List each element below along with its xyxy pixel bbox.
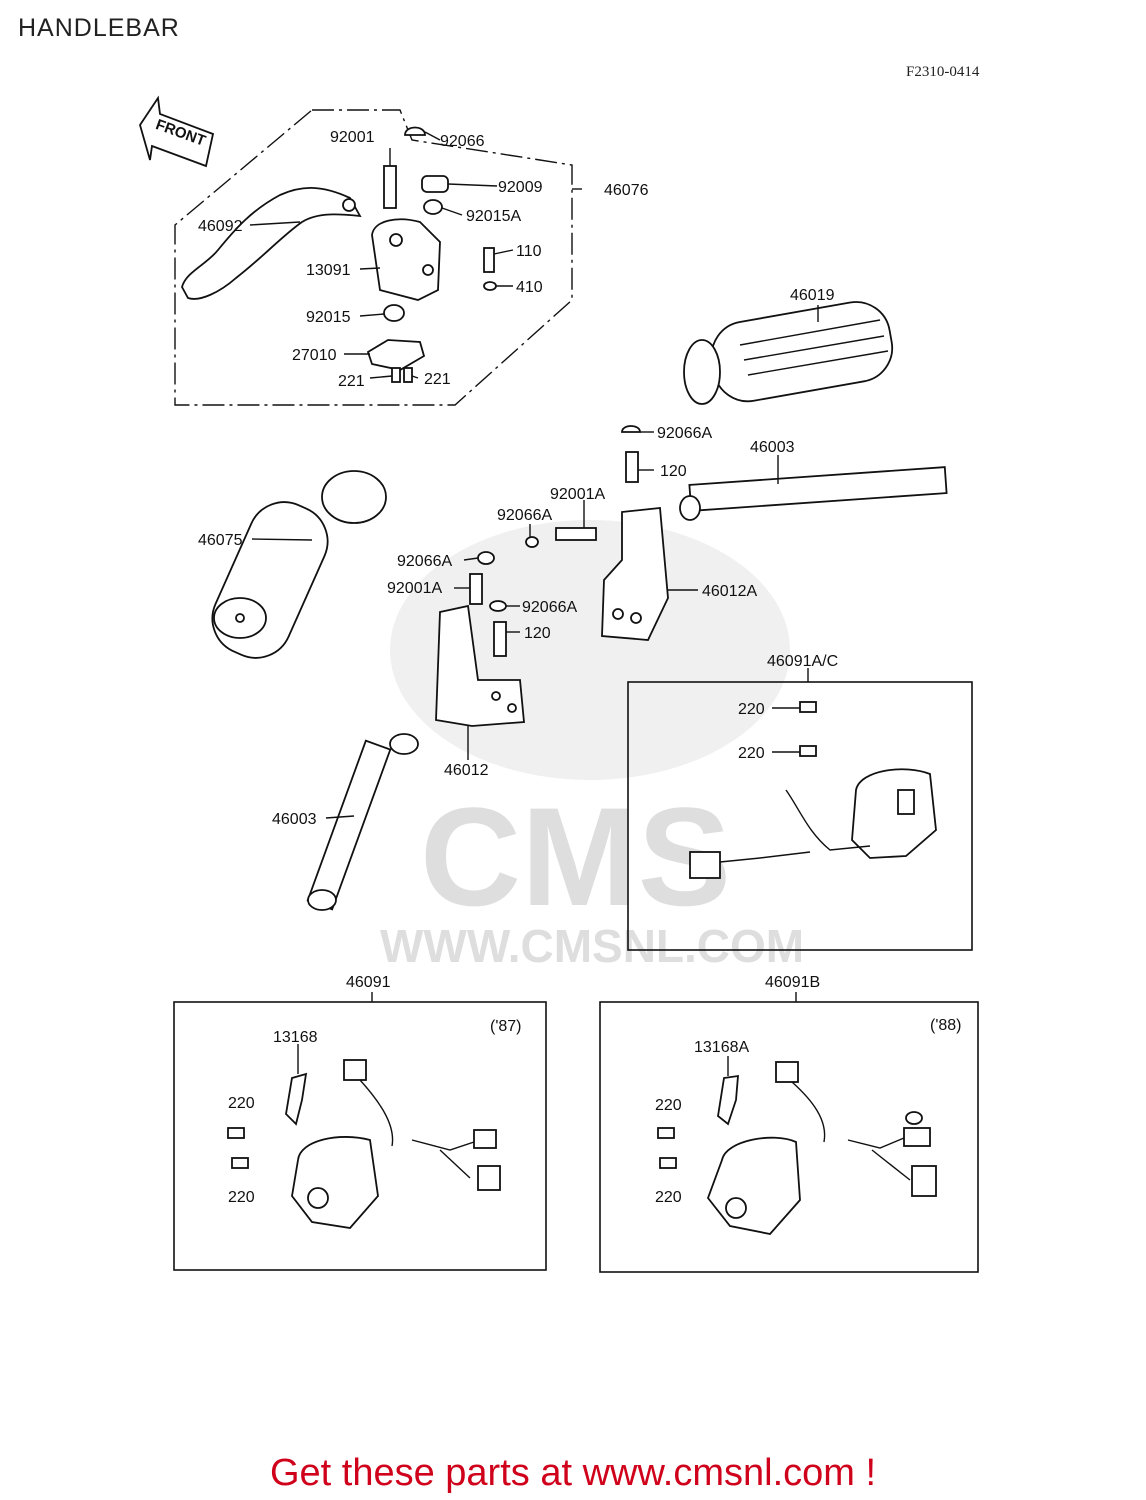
figure-code: F2310-0414 <box>906 64 980 80</box>
label-92066: 92066 <box>440 133 485 150</box>
handlebar-holder-left <box>435 604 525 727</box>
page-title: HANDLEBAR <box>18 14 180 42</box>
footer-link[interactable]: Get these parts at www.cmsnl.com ! <box>269 1452 877 1494</box>
label-92066A-3: 92066A <box>397 553 452 570</box>
label-46091AC: 46091A/C <box>767 653 838 670</box>
switch-box-46091 <box>173 1001 547 1271</box>
screw-221b <box>403 367 413 383</box>
part-labels: 92001 92066 92009 46076 92015A 46092 110… <box>198 129 962 1206</box>
bolt-120-2 <box>493 621 507 657</box>
handlebar-holder-right <box>601 507 669 641</box>
label-120-2: 120 <box>524 625 551 642</box>
lever-assembly-outline <box>174 109 573 406</box>
label-220-1: 220 <box>738 701 765 718</box>
lever-holder <box>371 218 441 301</box>
label-46003-left: 46003 <box>272 811 317 828</box>
label-92066A-1: 92066A <box>657 425 712 442</box>
label-220-4: 220 <box>228 1189 255 1206</box>
leader-lines <box>249 131 819 1076</box>
label-92066A-2: 92066A <box>497 507 552 524</box>
pivot-bolt <box>383 165 397 209</box>
screw-110 <box>483 247 495 273</box>
bolt-120-1 <box>625 451 639 483</box>
label-46012: 46012 <box>444 762 489 779</box>
switch-box-46091B <box>599 1001 979 1273</box>
label-220-5: 220 <box>655 1097 682 1114</box>
screw-221a <box>391 367 401 383</box>
label-13168: 13168 <box>273 1029 318 1046</box>
watermark-url: WWW.CMSNL.COM <box>380 920 804 972</box>
label-46003-right: 46003 <box>750 439 795 456</box>
label-46091: 46091 <box>346 974 391 991</box>
switch-27010 <box>366 339 426 371</box>
label-46076: 46076 <box>604 182 649 199</box>
label-46091B: 46091B <box>765 974 820 991</box>
label-46012A: 46012A <box>702 583 757 600</box>
adjuster-92009 <box>421 175 449 193</box>
label-27010: 27010 <box>292 347 337 364</box>
label-220-2: 220 <box>738 745 765 762</box>
label-221-a: 221 <box>338 373 365 390</box>
label-410: 410 <box>516 279 543 296</box>
parts-diagram: CMS WWW.CMSNL.COM FRONT <box>139 95 979 1273</box>
label-92001A-1: 92001A <box>550 486 605 503</box>
label-110: 110 <box>516 243 542 260</box>
label-13091: 13091 <box>306 262 351 279</box>
handlebar-left <box>306 733 419 911</box>
label-13168A: 13168A <box>694 1039 749 1056</box>
label-220-6: 220 <box>655 1189 682 1206</box>
throttle-grip <box>683 301 894 405</box>
left-switch-88 <box>657 1061 937 1235</box>
label-year-88: ('88) <box>930 1017 962 1034</box>
cap-92066 <box>404 126 426 136</box>
front-arrow: FRONT <box>139 95 215 168</box>
label-92009: 92009 <box>498 179 543 196</box>
right-switch-assembly <box>689 701 937 879</box>
label-220-3: 220 <box>228 1095 255 1112</box>
label-92015: 92015 <box>306 309 351 326</box>
washer-410 <box>483 281 497 291</box>
label-221-b: 221 <box>424 371 451 388</box>
cap-92066A-2 <box>525 536 539 548</box>
label-92001: 92001 <box>330 129 375 146</box>
handlebar-right <box>679 466 948 521</box>
cap-92066A-1 <box>621 425 641 433</box>
label-46092: 46092 <box>198 218 243 235</box>
label-92066A-4: 92066A <box>522 599 577 616</box>
watermark-brand: CMS <box>420 778 731 935</box>
left-grip <box>211 470 387 659</box>
label-120-1: 120 <box>660 463 687 480</box>
label-46019: 46019 <box>790 287 835 304</box>
cap-92066A-3 <box>477 551 495 565</box>
bolt-92001A-2 <box>469 573 483 605</box>
nut-92015 <box>383 304 405 322</box>
label-92015A: 92015A <box>466 208 521 225</box>
label-46075: 46075 <box>198 532 243 549</box>
label-92001A-2: 92001A <box>387 580 442 597</box>
nut-92015A <box>423 199 443 215</box>
label-year-87: ('87) <box>490 1018 522 1035</box>
left-switch-87 <box>227 1059 501 1229</box>
switch-box-46091AC <box>627 681 973 951</box>
clutch-lever <box>181 187 362 300</box>
cap-92066A-4 <box>489 600 507 612</box>
bolt-92001A-1 <box>555 527 597 541</box>
